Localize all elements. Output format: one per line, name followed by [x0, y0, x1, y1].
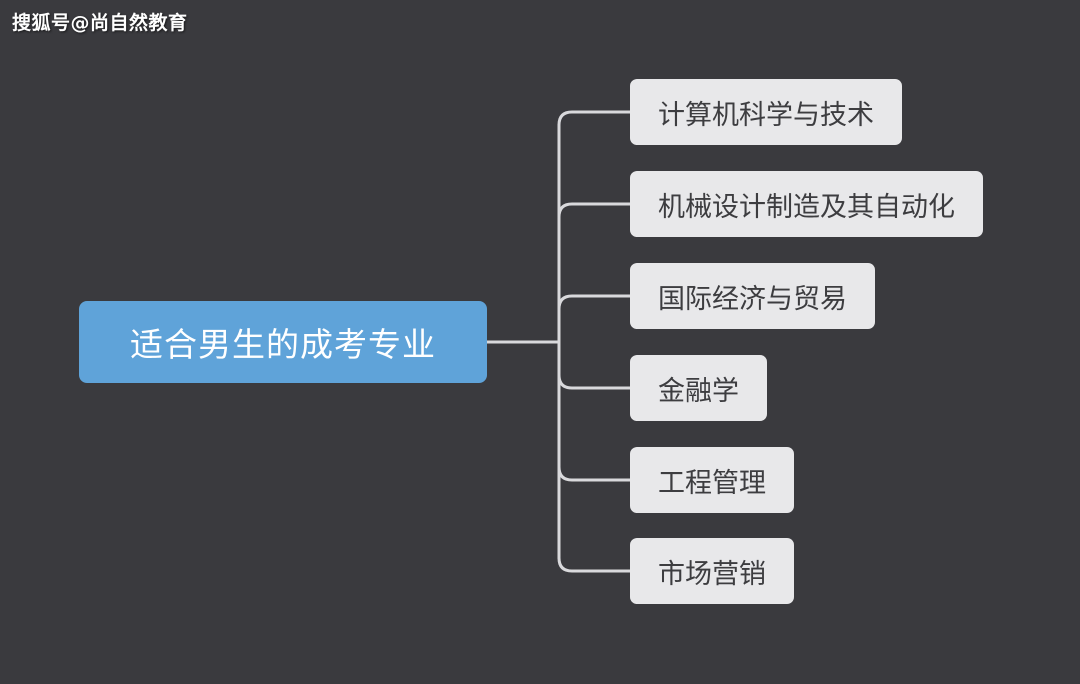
connector-branch-4 [557, 373, 632, 390]
watermark-text: 搜狐号@尚自然教育 [12, 12, 188, 34]
child-node-label: 计算机科学与技术 [658, 99, 874, 131]
child-node-engineering-management[interactable]: 工程管理 [630, 447, 794, 513]
child-node-label: 金融学 [658, 375, 739, 407]
root-node-label: 适合男生的成考专业 [130, 325, 436, 364]
connector-branch-2 [557, 202, 632, 219]
child-node-label: 工程管理 [658, 467, 766, 499]
connector-branch-5 [557, 465, 632, 482]
child-node-label: 国际经济与贸易 [658, 283, 847, 315]
child-node-finance[interactable]: 金融学 [630, 355, 767, 421]
root-node[interactable]: 适合男生的成考专业 [79, 301, 487, 383]
connector-branch-6 [557, 556, 632, 573]
connector-branch-3 [557, 294, 632, 311]
child-node-computer-science[interactable]: 计算机科学与技术 [630, 79, 902, 145]
child-node-mechanical-design[interactable]: 机械设计制造及其自动化 [630, 171, 983, 237]
child-node-marketing[interactable]: 市场营销 [630, 538, 794, 604]
connector-branch-1 [557, 110, 632, 127]
child-node-label: 机械设计制造及其自动化 [658, 191, 955, 223]
child-node-international-trade[interactable]: 国际经济与贸易 [630, 263, 875, 329]
child-node-label: 市场营销 [658, 558, 766, 590]
